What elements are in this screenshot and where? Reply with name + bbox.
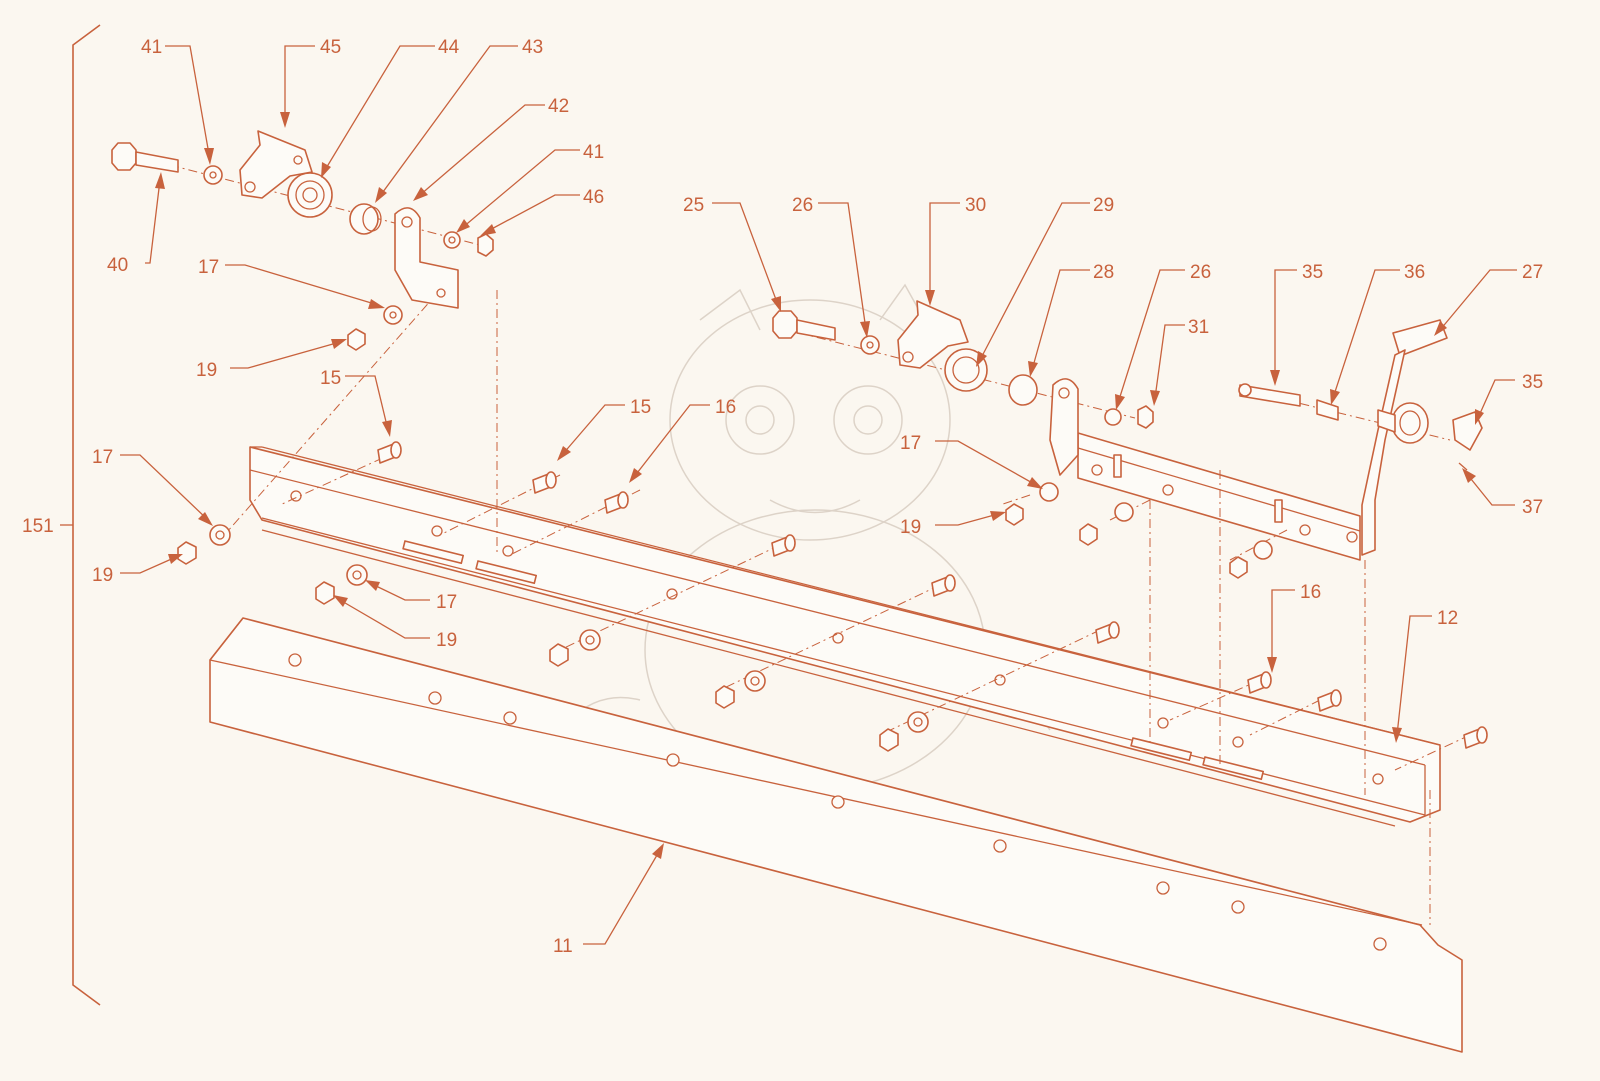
callout-36: 36 bbox=[1404, 262, 1425, 283]
assembly-bracket bbox=[60, 24, 101, 1006]
rail-slots bbox=[402, 540, 1265, 781]
callout-19: 19 bbox=[196, 360, 217, 381]
assembly-label: 151 bbox=[22, 516, 54, 537]
fasteners bbox=[177, 441, 1488, 752]
callout-17: 17 bbox=[436, 592, 457, 613]
callout-45: 45 bbox=[320, 37, 341, 58]
callout-17: 17 bbox=[198, 257, 219, 278]
callout-43: 43 bbox=[522, 37, 543, 58]
part-11-blade bbox=[209, 617, 1463, 1053]
callout-41: 41 bbox=[583, 142, 604, 163]
callout-27: 27 bbox=[1522, 262, 1543, 283]
callout-35: 35 bbox=[1522, 372, 1543, 393]
callout-31: 31 bbox=[1188, 317, 1209, 338]
hinge-group-right bbox=[772, 300, 1273, 579]
callout-29: 29 bbox=[1093, 195, 1114, 216]
callout-42: 42 bbox=[548, 96, 569, 117]
part-12-rail bbox=[249, 446, 1441, 827]
blade-holes bbox=[288, 653, 1387, 951]
callout-40: 40 bbox=[107, 255, 128, 276]
callout-28: 28 bbox=[1093, 262, 1114, 283]
callout-44: 44 bbox=[438, 37, 460, 58]
callout-16: 16 bbox=[1300, 582, 1321, 603]
callout-17: 17 bbox=[900, 433, 921, 454]
rail-holes bbox=[290, 490, 1384, 785]
hinge-group-left bbox=[111, 130, 494, 351]
callout-11: 11 bbox=[553, 936, 573, 957]
callout-12: 12 bbox=[1437, 608, 1458, 629]
leader-lines bbox=[120, 45, 1517, 945]
callout-41: 41 bbox=[141, 37, 162, 58]
callout-17: 17 bbox=[92, 447, 113, 468]
callout-30: 30 bbox=[965, 195, 986, 216]
callout-35: 35 bbox=[1302, 262, 1323, 283]
callout-19: 19 bbox=[900, 517, 921, 538]
callout-46: 46 bbox=[583, 187, 604, 208]
callout-19: 19 bbox=[436, 630, 457, 651]
callout-19: 19 bbox=[92, 565, 113, 586]
callout-labels: 151 41 45 44 43 42 41 46 40 17 19 15 15 … bbox=[22, 37, 1543, 957]
callout-15: 15 bbox=[630, 397, 651, 418]
callout-26: 26 bbox=[792, 195, 813, 216]
right-bracket-bar bbox=[1077, 432, 1361, 561]
lever-assembly bbox=[1238, 319, 1483, 556]
callout-15: 15 bbox=[320, 368, 341, 389]
callout-16: 16 bbox=[715, 397, 736, 418]
callout-25: 25 bbox=[683, 195, 704, 216]
callout-37: 37 bbox=[1522, 497, 1543, 518]
callout-26: 26 bbox=[1190, 262, 1211, 283]
